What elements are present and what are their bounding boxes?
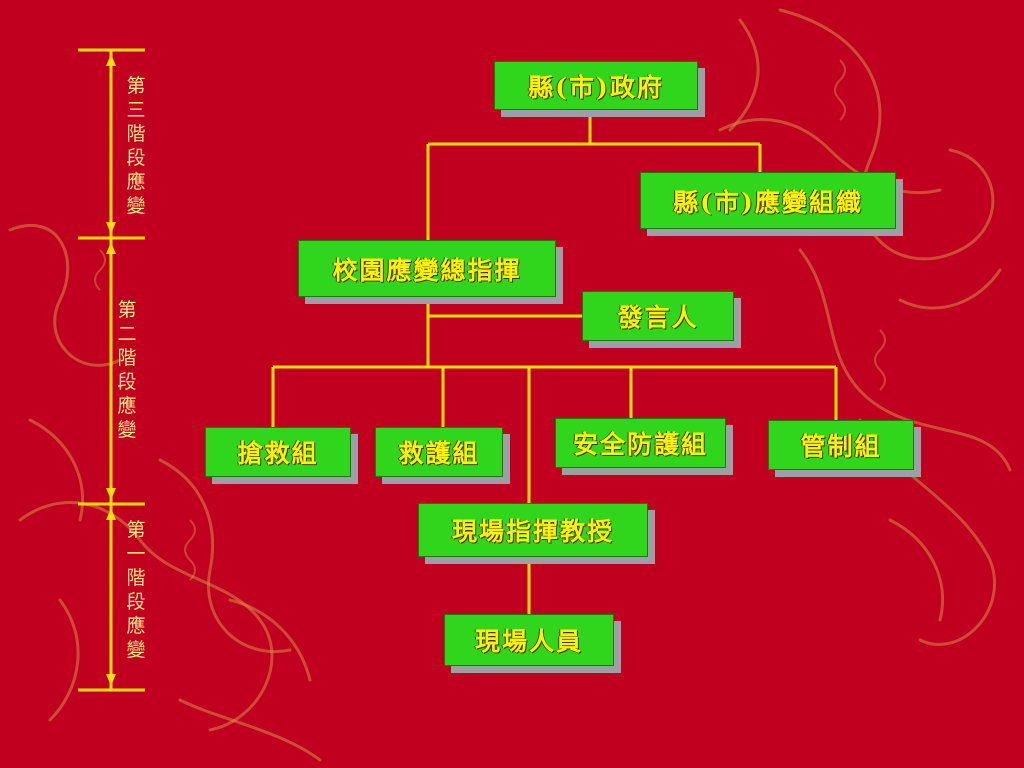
stage-label-first: 第一階段應變 xyxy=(126,519,146,661)
stage-label-second: 第二階段應變 xyxy=(117,299,137,441)
node-security-team: 安全防護組 xyxy=(555,418,726,468)
node-onsite-commander: 現場指揮教授 xyxy=(418,503,648,557)
node-county-gov: 縣(市)政府 xyxy=(494,61,698,110)
node-medical-team: 救護組 xyxy=(375,427,503,477)
stage-label-third: 第三階段應變 xyxy=(126,75,146,217)
node-rescue-team: 搶救組 xyxy=(205,427,351,477)
node-onsite-staff: 現場人員 xyxy=(444,614,614,666)
node-county-response-org: 縣(市)應變組織 xyxy=(640,172,896,229)
node-spokesperson: 發言人 xyxy=(582,291,734,341)
node-campus-commander: 校園應變總指揮 xyxy=(298,240,556,297)
node-control-team: 管制組 xyxy=(768,420,914,470)
